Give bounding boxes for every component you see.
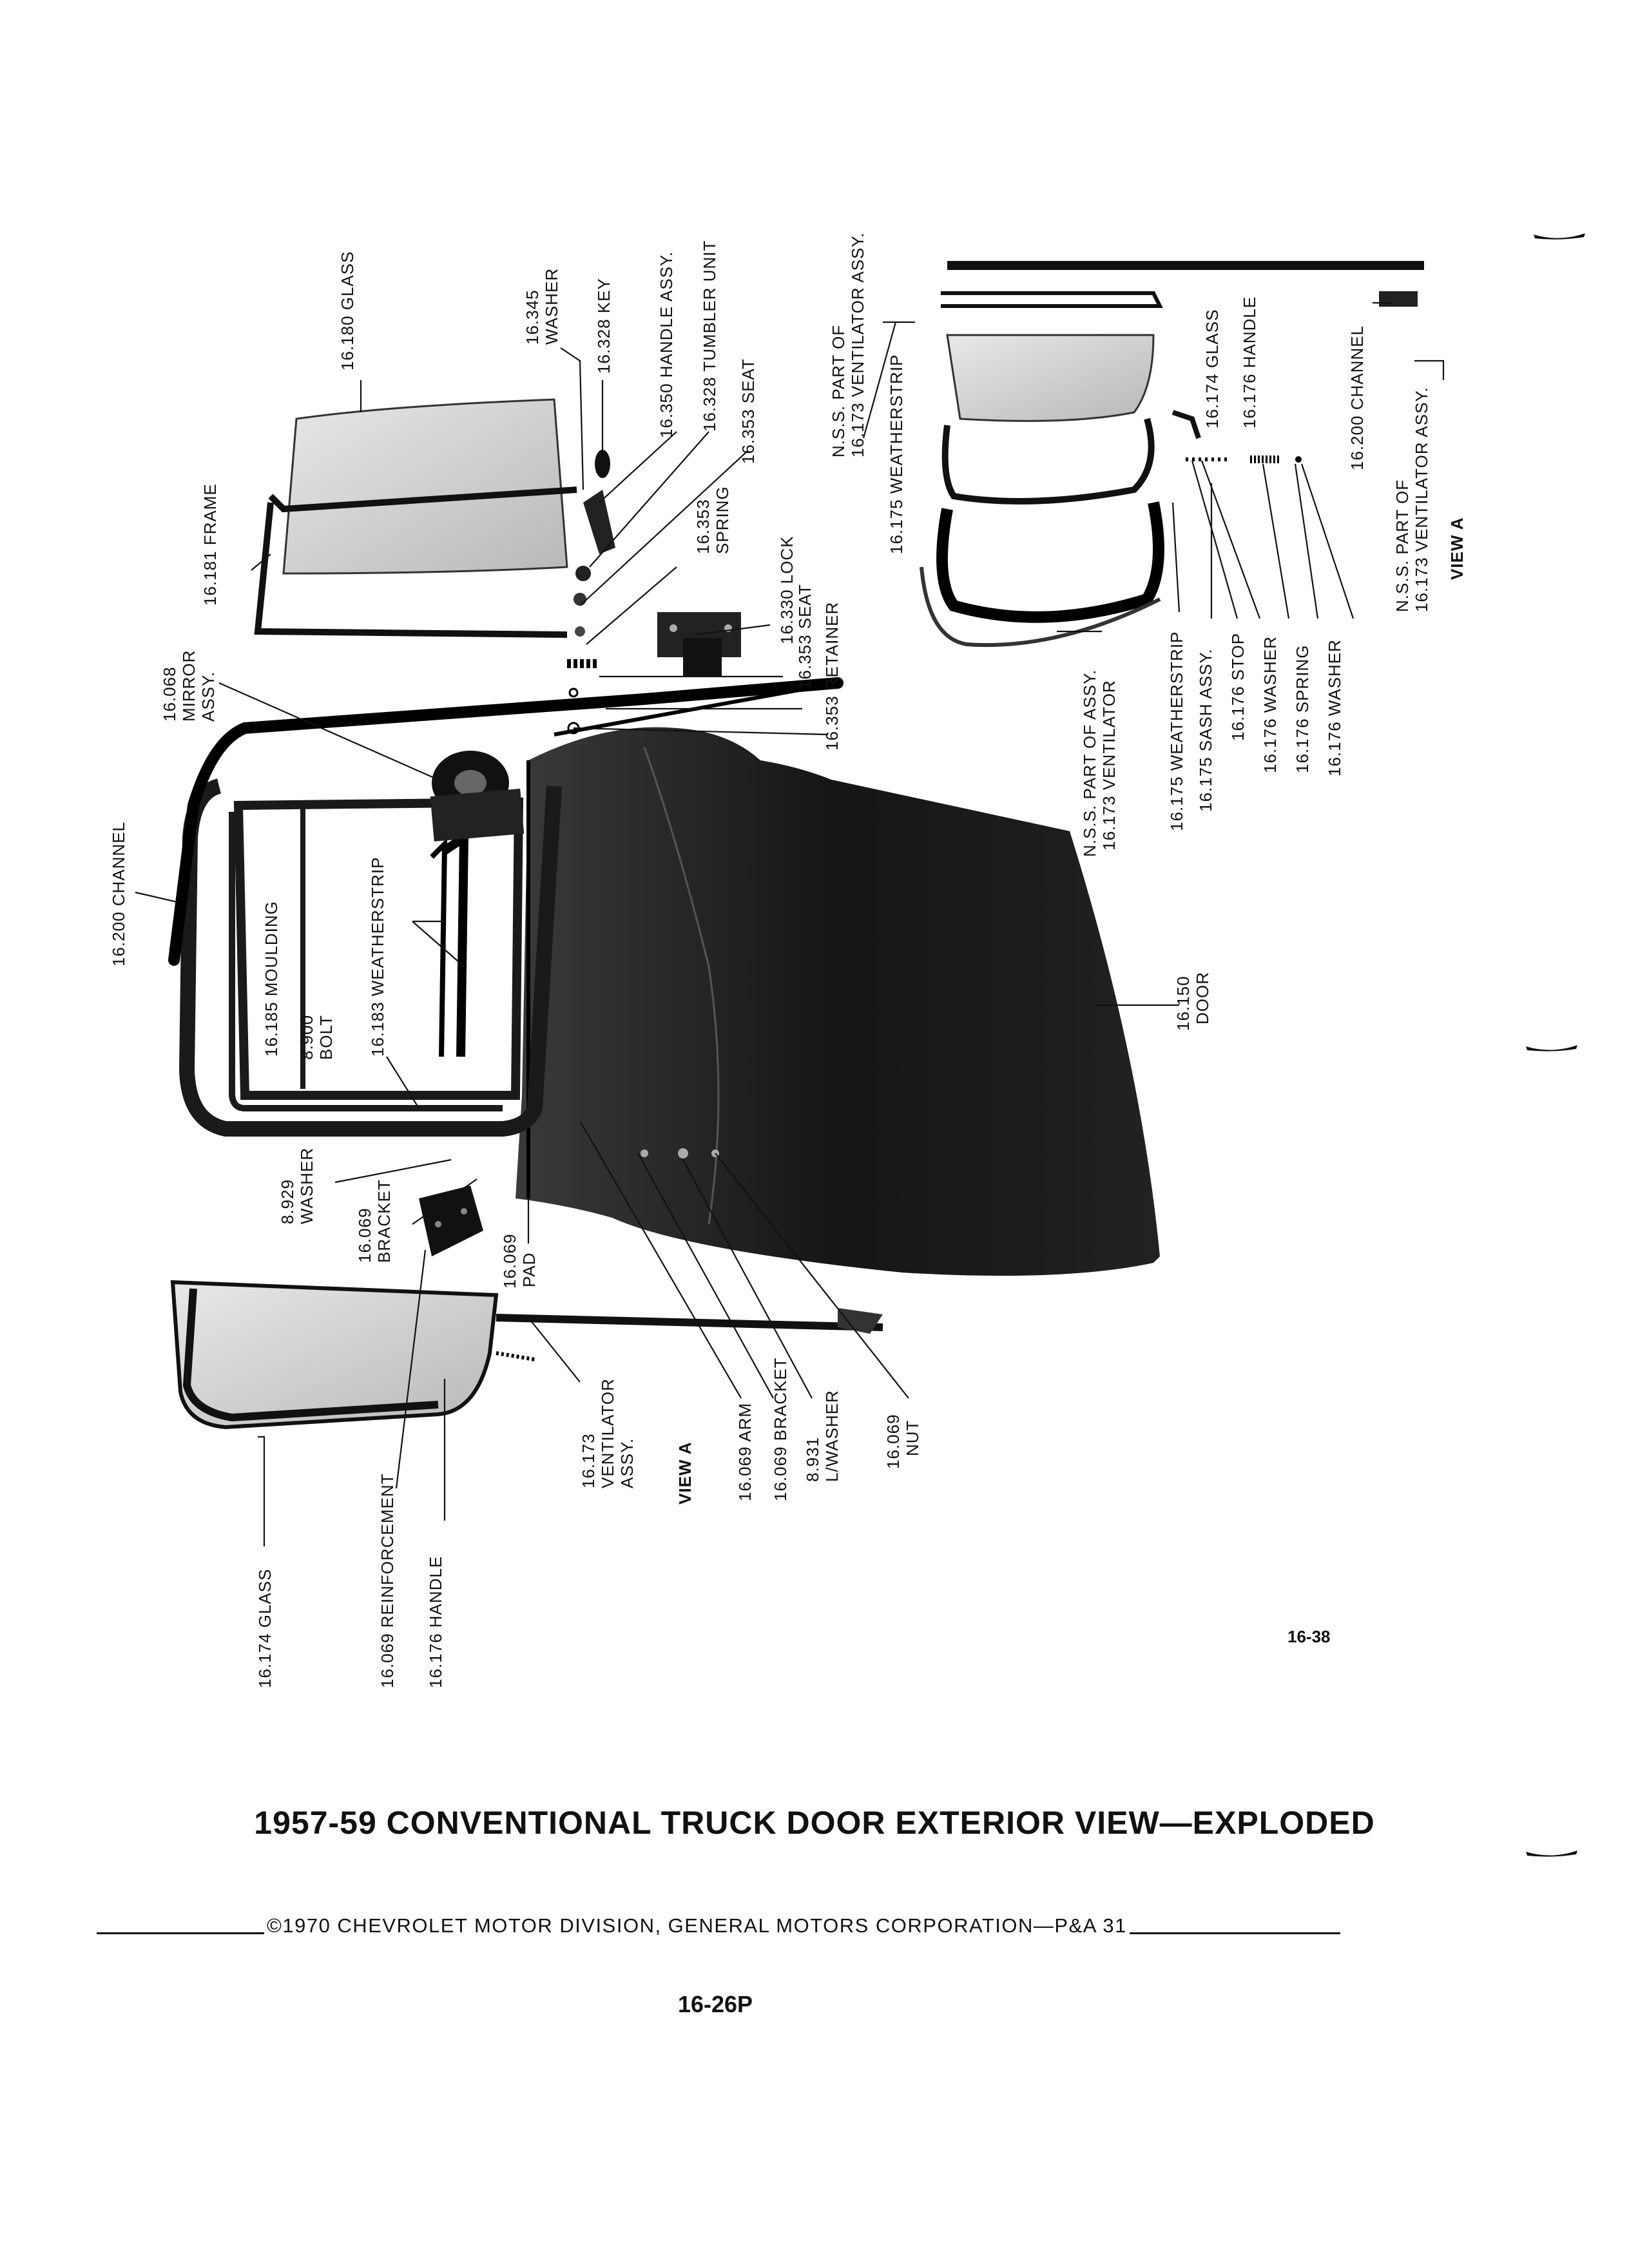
- copyright-line: ©1970 CHEVROLET MOTOR DIVISION, GENERAL …: [97, 1910, 1340, 1942]
- label-stop-176: 16.176 STOP: [1228, 633, 1248, 741]
- label-key-328: 16.328 KEY: [594, 278, 613, 374]
- label-bolt-900-b: BOLT: [316, 1015, 336, 1060]
- label-vent-173-a: 16.173: [579, 1433, 598, 1488]
- label-nut-069-b: NUT: [903, 1420, 922, 1456]
- label-handle-176-left: 16.176 HANDLE: [426, 1556, 445, 1688]
- label-channel-200-left: 16.200 CHANNEL: [109, 822, 128, 966]
- label-nss-part-of-right: N.S.S. PART OF: [1393, 479, 1412, 612]
- page-title: 1957-59 CONVENTIONAL TRUCK DOOR EXTERIOR…: [254, 1805, 1375, 1841]
- label-weatherstrip-175-top: 16.175 WEATHERSTRIP: [887, 354, 906, 554]
- weatherstrips: [430, 829, 469, 1057]
- label-washer-345-a: 16.345: [523, 289, 542, 345]
- label-glass-180: 16.180 GLASS: [338, 251, 357, 370]
- label-washer-176-b: 16.176 WASHER: [1325, 639, 1344, 776]
- label-handle-176-right: 16.176 HANDLE: [1240, 296, 1259, 428]
- label-seat-353-mid: 16.353 SEAT: [795, 584, 815, 689]
- label-washer-345-b: WASHER: [542, 268, 561, 345]
- label-bracket-069-a: 16.069: [355, 1207, 374, 1263]
- rule-right: [1129, 1932, 1340, 1934]
- glass-frame-upper: [254, 398, 577, 638]
- label-pad-069-b: PAD: [519, 1252, 539, 1287]
- label-vent-173-b: VENTILATOR: [598, 1378, 617, 1488]
- label-lwasher-931-a: 8.931: [803, 1437, 822, 1482]
- label-spring-176: 16.176 SPRING: [1293, 645, 1312, 773]
- label-glass-174-left: 16.174 GLASS: [255, 1569, 275, 1688]
- label-moulding-185: 16.185 MOULDING: [262, 901, 281, 1057]
- punch-mark-1: [1534, 233, 1585, 240]
- rule-left: [97, 1932, 264, 1934]
- label-view-a-right: VIEW A: [1447, 517, 1467, 580]
- callout-labels: 16.180 GLASS 16.345 WASHER 16.328 KEY 16…: [109, 232, 1467, 1688]
- label-door-150-a: 16.150: [1173, 975, 1193, 1031]
- leader-lines: [135, 302, 1445, 1546]
- label-handle-assy-350: 16.350 HANDLE ASSY.: [657, 251, 676, 438]
- door-panel: [516, 727, 1160, 1276]
- label-washer-176-a: 16.176 WASHER: [1260, 636, 1280, 773]
- ventilator-lower: [170, 1280, 883, 1430]
- label-mirror-068-c: ASSY.: [198, 671, 218, 722]
- label-nss-part-of-assy: N.S.S. PART OF ASSY.: [1080, 669, 1099, 857]
- label-washer-929-a: 8.929: [278, 1179, 297, 1224]
- label-sash-assy-175: 16.175 SASH ASSY.: [1196, 648, 1215, 812]
- label-weatherstrip-183: 16.183 WEATHERSTRIP: [368, 857, 387, 1057]
- label-ventilator-assy-173-right: 16.173 VENTILATOR ASSY.: [1412, 387, 1431, 612]
- label-ventilator-173: 16.173 VENTILATOR: [1099, 680, 1119, 850]
- label-nss-part-of: N.S.S. PART OF: [829, 325, 848, 457]
- label-washer-929-b: WASHER: [297, 1148, 316, 1224]
- ventilator-view-a: [920, 261, 1424, 648]
- punch-mark-3: [1526, 1850, 1577, 1857]
- label-spring-353-b: SPRING: [713, 486, 732, 554]
- label-tumbler-328: 16.328 TUMBLER UNIT: [700, 240, 719, 432]
- lock-part: [657, 612, 741, 677]
- label-lwasher-931-b: L/WASHER: [822, 1390, 842, 1482]
- label-door-150-b: DOOR: [1193, 972, 1212, 1024]
- mirror-assembly: [430, 751, 525, 841]
- label-lock-330: 16.330 LOCK: [777, 535, 796, 644]
- label-arm-069: 16.069 ARM: [735, 1403, 755, 1501]
- label-bolt-900-a: 8.900: [297, 1015, 316, 1060]
- label-bracket-069-bottom: 16.069 BRACKET: [771, 1357, 790, 1501]
- label-glass-174-right: 16.174 GLASS: [1202, 309, 1222, 428]
- label-spring-353-a: 16.353: [693, 499, 713, 554]
- channel-top: [168, 677, 843, 966]
- handle-assembly: [574, 450, 615, 637]
- label-pad-069-a: 16.069: [500, 1233, 519, 1289]
- label-ventilator-assy-173: 16.173 VENTILATOR ASSY.: [848, 232, 867, 457]
- label-view-a-bottom: VIEW A: [675, 1442, 695, 1504]
- label-weatherstrip-175-mid: 16.175 WEATHERSTRIP: [1167, 631, 1186, 831]
- label-mirror-068-b: MIRROR: [179, 650, 198, 722]
- copyright-text: ©1970 CHEVROLET MOTOR DIVISION, GENERAL …: [267, 1914, 1127, 1937]
- page-number: 16-26P: [677, 1991, 753, 2017]
- label-mirror-068-a: 16.068: [160, 666, 179, 722]
- punch-mark-2: [1526, 1045, 1577, 1052]
- label-vent-173-c: ASSY.: [617, 1438, 637, 1488]
- label-nut-069-a: 16.069: [883, 1414, 903, 1469]
- sheet-number: 16-38: [1287, 1627, 1331, 1646]
- label-reinforcement-069: 16.069 REINFORCEMENT: [378, 1473, 397, 1688]
- label-frame-181: 16.181 FRAME: [200, 483, 220, 606]
- label-retainer-353: 16.353 RETAINER: [822, 602, 842, 751]
- label-bracket-069-b: BRACKET: [374, 1179, 394, 1263]
- reinforcement-bracket: [419, 1186, 483, 1256]
- label-seat-353-top: 16.353 SEAT: [738, 358, 758, 464]
- label-channel-200-right: 16.200 CHANNEL: [1347, 325, 1367, 470]
